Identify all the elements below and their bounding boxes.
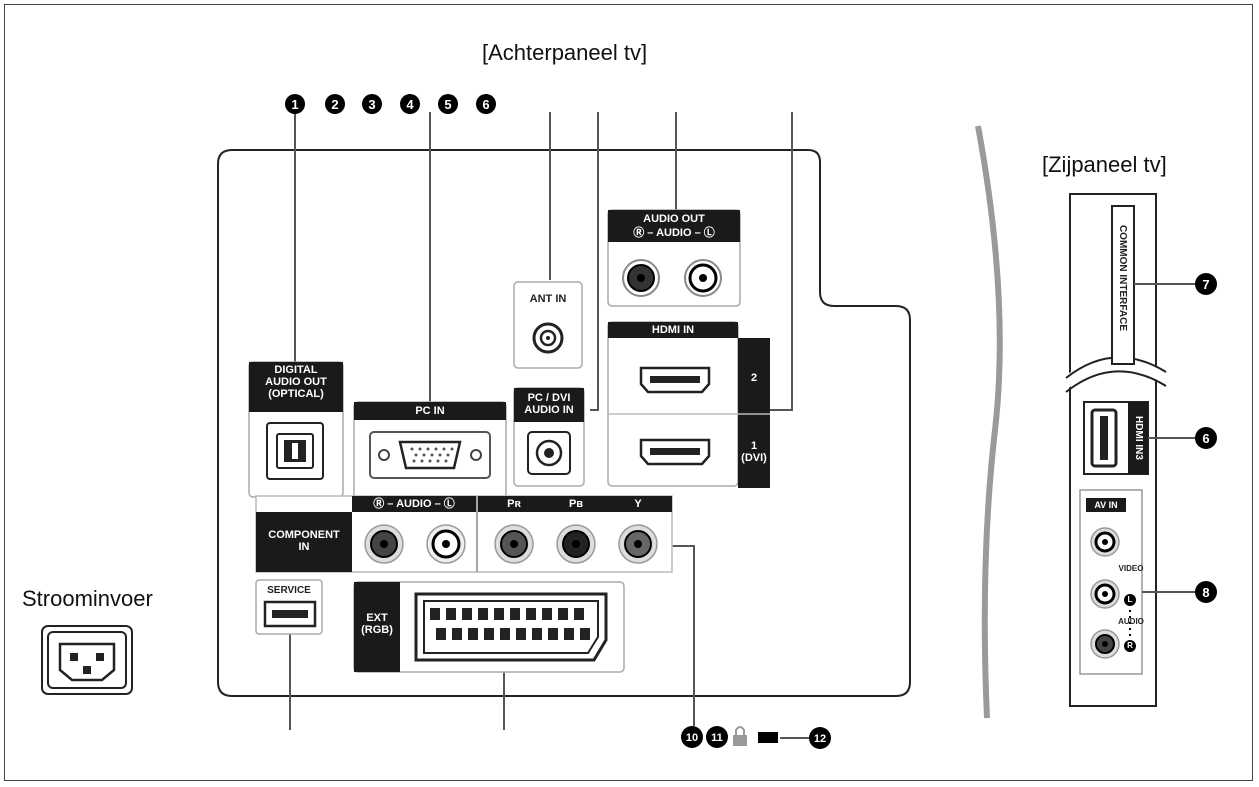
component-pr-label: Pʀ xyxy=(507,498,521,510)
callout-11: 11 xyxy=(706,726,728,748)
power-inlet xyxy=(41,625,133,695)
diagram-frame xyxy=(4,4,1253,781)
svg-text:8: 8 xyxy=(1202,585,1209,600)
callout-8: 8 xyxy=(1195,581,1217,603)
callout-1: 1 xyxy=(285,94,305,114)
scart-pin xyxy=(436,628,446,640)
ext-rgb-port xyxy=(353,581,625,673)
callout-5: 5 xyxy=(438,94,458,114)
svg-text:11: 11 xyxy=(711,732,723,744)
svg-text:7: 7 xyxy=(1202,277,1209,292)
hdmi-in-ports xyxy=(607,321,770,488)
common-interface-label: COMMON INTERFACE xyxy=(1117,224,1128,332)
panel-separator-curve xyxy=(975,125,1003,719)
pc-dvi-audio-in-label: PC / DVI AUDIO IN xyxy=(524,392,574,416)
hdmi-in-label: HDMI IN xyxy=(651,324,695,336)
callout-3: 3 xyxy=(362,94,382,114)
callout-7: 7 xyxy=(1195,273,1217,295)
svg-text:10: 10 xyxy=(686,732,698,744)
hdmi-1-dvi-label: 1 (DVI) xyxy=(741,440,767,464)
audio-out-label: AUDIO OUT xyxy=(643,213,705,225)
digital-audio-out-port xyxy=(248,361,344,498)
scart-pin xyxy=(484,628,494,640)
power-input-title: Stroominvoer xyxy=(22,586,153,611)
audio-r-label: R xyxy=(1127,641,1133,650)
scart-pin xyxy=(558,608,568,620)
svg-text:1: 1 xyxy=(291,97,298,112)
scart-pin xyxy=(462,608,472,620)
service-port xyxy=(255,579,323,635)
callout-4: 4 xyxy=(400,94,420,114)
scart-pin xyxy=(468,628,478,640)
hdmi-in3-label: HDMI IN3 xyxy=(1133,416,1144,460)
audio-out-port xyxy=(607,209,741,307)
component-y-label: Y xyxy=(634,498,642,510)
audio-label: AUDIO xyxy=(1118,617,1144,626)
callout-12: 12 xyxy=(809,727,831,749)
svg-text:2: 2 xyxy=(331,97,338,112)
hdmi-2-label: 2 xyxy=(750,372,758,384)
scart-pin xyxy=(532,628,542,640)
scart-pin xyxy=(446,608,456,620)
lock-icon xyxy=(733,726,747,746)
scart-pin xyxy=(574,608,584,620)
callout-6: 6 xyxy=(476,94,496,114)
component-in-label: COMPONENT IN xyxy=(268,529,340,553)
scart-pin xyxy=(494,608,504,620)
side-panel xyxy=(1060,193,1167,707)
side-panel-title: [Zijpaneel tv] xyxy=(1042,152,1167,177)
digital-audio-out-label: DIGITAL AUDIO OUT (OPTICAL) xyxy=(265,364,327,400)
svg-text:3: 3 xyxy=(368,97,375,112)
back-panel-title: [Achterpaneel tv] xyxy=(482,40,648,65)
scart-pin xyxy=(430,608,440,620)
svg-text:5: 5 xyxy=(444,97,451,112)
service-label: SERVICE xyxy=(267,585,311,596)
audio-l-label: L xyxy=(1127,595,1133,604)
component-audio-lr-label: Ⓡ – AUDIO – Ⓛ xyxy=(373,498,455,510)
pc-in-port xyxy=(353,401,507,499)
component-pb-label: Pʙ xyxy=(568,498,584,510)
ext-rgb-label: EXT (RGB) xyxy=(361,612,393,636)
pc-in-label: PC IN xyxy=(415,405,445,417)
callout-10: 10 xyxy=(681,726,703,748)
scart-pin xyxy=(500,628,510,640)
svg-text:6: 6 xyxy=(1202,431,1209,446)
scart-pin xyxy=(478,608,488,620)
av-in-label: AV IN xyxy=(1094,500,1118,510)
video-label: VIDEO xyxy=(1118,564,1144,573)
scart-pin xyxy=(564,628,574,640)
svg-text:12: 12 xyxy=(814,733,826,745)
kensington-slot-icon xyxy=(758,732,778,743)
pc-dvi-audio-in-port xyxy=(513,387,585,487)
callout-2: 2 xyxy=(325,94,345,114)
scart-pin xyxy=(526,608,536,620)
ant-in-port xyxy=(513,281,583,369)
scart-pin xyxy=(510,608,520,620)
callout-6-side: 6 xyxy=(1195,427,1217,449)
scart-pin xyxy=(548,628,558,640)
scart-pin xyxy=(542,608,552,620)
component-in-ports xyxy=(255,495,673,573)
audio-out-lr-label: Ⓡ – AUDIO – Ⓛ xyxy=(633,227,715,239)
back-panel-outline xyxy=(217,149,911,697)
scart-pin xyxy=(516,628,526,640)
ant-in-label: ANT IN xyxy=(529,293,567,305)
svg-text:6: 6 xyxy=(482,97,489,112)
svg-text:4: 4 xyxy=(406,97,414,112)
scart-pin xyxy=(580,628,590,640)
scart-pin xyxy=(452,628,462,640)
